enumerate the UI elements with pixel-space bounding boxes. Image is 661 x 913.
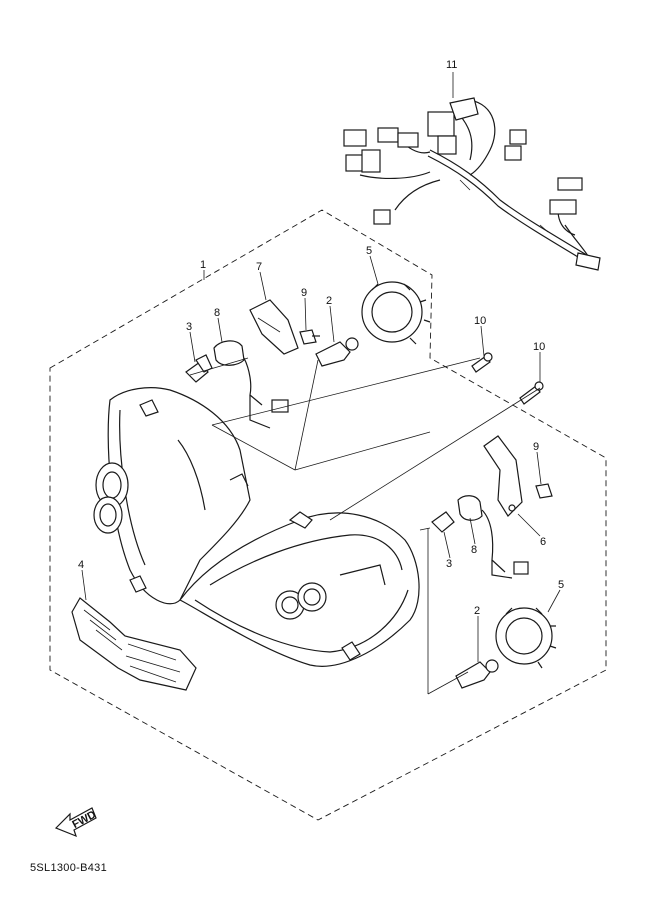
callout-9-upper: 9 [301,287,307,299]
headlight-body [93,387,420,667]
callout-9-lower: 9 [533,441,539,453]
callout-11: 11 [446,59,457,71]
callout-7: 7 [256,261,262,273]
callout-2-upper: 2 [326,295,332,307]
callout-8-upper: 8 [214,307,220,319]
wire-harness [343,97,601,271]
callout-8-lower: 8 [471,544,477,556]
leader-lines [81,72,561,662]
fwd-label: FWD [70,809,98,831]
callout-10-upper: 10 [474,315,486,327]
callout-6: 6 [540,536,546,548]
callout-4: 4 [78,559,84,571]
callout-2-lower: 2 [474,605,480,617]
upper-bulb-parts [185,281,544,429]
callout-10-lower: 10 [533,341,545,353]
connection-lines [189,357,541,695]
callout-5-lower: 5 [558,579,564,591]
callout-3-upper: 3 [186,321,192,333]
callouts: 11 1 7 5 9 2 8 3 10 10 9 6 3 8 4 2 5 [78,59,564,617]
callout-5-upper: 5 [366,245,372,257]
part-code: 5SL1300-B431 [30,862,107,874]
fwd-arrow-icon: FWD [54,807,98,838]
callout-3-lower: 3 [446,558,452,570]
grille [71,597,197,691]
lower-bulb-parts [431,435,557,689]
callout-1: 1 [200,259,206,271]
